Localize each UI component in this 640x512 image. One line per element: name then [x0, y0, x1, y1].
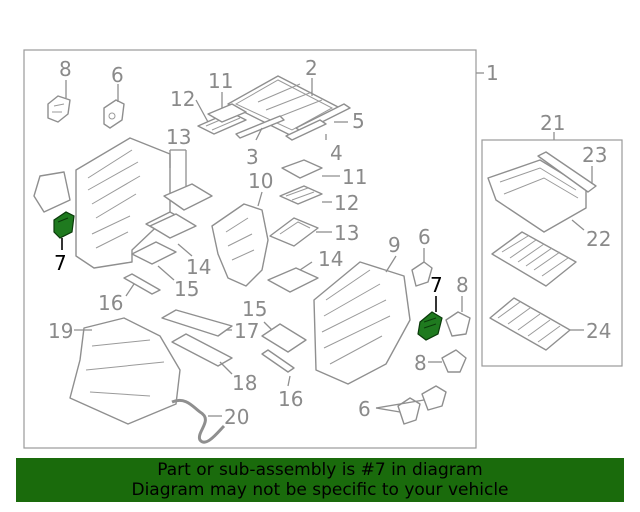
part-15-door-center [261, 321, 307, 353]
part-6-bracket-bottom [375, 385, 447, 425]
callout-13-left: 13 [166, 125, 191, 149]
part-22-filter-housing [487, 159, 587, 233]
part-3-seal-strip [235, 115, 285, 141]
part-18-door [171, 333, 233, 375]
callout-7-left: 7 [54, 251, 67, 275]
callout-13-right: 13 [334, 221, 359, 245]
part-10-case-half [211, 191, 269, 287]
part-filter-element [491, 231, 577, 287]
part-12-grille-right [279, 185, 332, 205]
part-16-rod-left [123, 273, 161, 297]
banner-line-1: Part or sub-assembly is #7 in diagram [157, 460, 483, 480]
part-19-lower-case [69, 317, 181, 425]
part-8-clip-right-lower [428, 349, 467, 373]
callout-22: 22 [586, 227, 611, 251]
callout-14-right: 14 [318, 247, 343, 271]
callout-9: 9 [388, 233, 401, 257]
callout-3: 3 [246, 145, 259, 169]
callout-23: 23 [582, 143, 607, 167]
part-16-rod-center [261, 349, 295, 387]
info-banner: Part or sub-assembly is #7 in diagram Di… [16, 458, 624, 502]
part-6-bracket-top [103, 84, 125, 129]
part-11-grille-top [207, 92, 247, 123]
part-11-duct-right [281, 159, 340, 179]
callout-11-right: 11 [342, 165, 367, 189]
part-4-seal-strip [285, 119, 327, 141]
callout-5: 5 [352, 109, 365, 133]
part-24-filter-frame [489, 297, 584, 351]
banner-line-2: Diagram may not be specific to your vehi… [131, 480, 509, 500]
callout-16-bottom: 16 [278, 387, 303, 411]
part-2-filter-cover [227, 75, 341, 137]
part-9-case-right [313, 255, 411, 385]
callout-14-left: 14 [186, 255, 211, 279]
callout-19: 19 [48, 319, 73, 343]
callout-11-top: 11 [208, 69, 233, 93]
callout-12-right: 12 [334, 191, 359, 215]
callout-2: 2 [305, 56, 318, 80]
part-17-door [161, 309, 233, 337]
part-14-door-right [267, 261, 319, 293]
callout-21: 21 [540, 111, 565, 135]
part-15-door-left [131, 241, 177, 281]
part-6-bracket-right [411, 248, 433, 287]
callout-15-left: 15 [174, 277, 199, 301]
callout-8-right-upper: 8 [456, 273, 469, 297]
callout-4: 4 [330, 141, 343, 165]
part-7-actuator-right [417, 296, 443, 341]
part-7-actuator-left [53, 211, 75, 250]
part-8-clip-right-upper [445, 296, 471, 337]
part-23-seal [537, 151, 597, 193]
callout-6-right: 6 [418, 225, 431, 249]
parts-diagram: 1 2 3 4 5 6 6 6 7 7 8 8 8 9 10 11 11 12 … [23, 49, 623, 449]
callout-15-right: 15 [242, 297, 267, 321]
callout-10: 10 [248, 169, 273, 193]
callout-8-top-left: 8 [59, 57, 72, 81]
callout-16-left: 16 [98, 291, 123, 315]
part-8-clip-top-left [47, 80, 71, 123]
callout-24: 24 [586, 319, 611, 343]
part-heater-case-left [33, 137, 171, 269]
callout-1: 1 [486, 61, 499, 85]
callout-7-right: 7 [430, 273, 443, 297]
part-13-door-right [269, 217, 332, 247]
callout-12-top: 12 [170, 87, 195, 111]
filter-assembly-frame [481, 139, 623, 367]
callout-6-top: 6 [111, 63, 124, 87]
callout-17: 17 [234, 319, 259, 343]
main-assembly-frame [23, 49, 477, 449]
part-14-door-left [149, 213, 197, 257]
callout-20: 20 [224, 405, 249, 429]
part-20-hose [171, 398, 226, 444]
callout-8-right-lower: 8 [414, 351, 427, 375]
callout-6-bottom: 6 [358, 397, 371, 421]
callout-18: 18 [232, 371, 257, 395]
